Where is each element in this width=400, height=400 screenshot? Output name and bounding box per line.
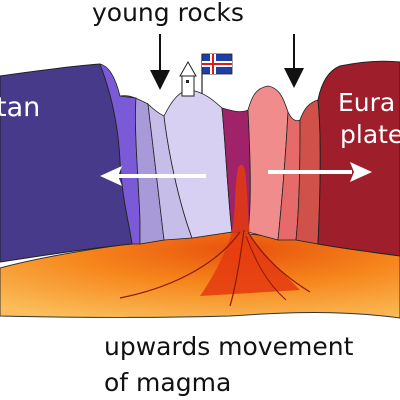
east-plate-label-line1: Eura bbox=[338, 88, 396, 117]
east-plate-label-line2: plate bbox=[340, 120, 400, 149]
magma-flow-line-1 bbox=[119, 231, 241, 299]
arrow-left-icon bbox=[100, 166, 206, 186]
iceland-flag-icon bbox=[201, 53, 233, 94]
magma-label-line1: upwards movement bbox=[104, 332, 354, 361]
west-plate-label: tan bbox=[0, 92, 41, 123]
magma-flow-line-3 bbox=[247, 231, 311, 293]
magma-flow-line-2 bbox=[229, 229, 245, 307]
arrow-right-icon bbox=[268, 162, 372, 182]
lighthouse-icon bbox=[179, 60, 197, 97]
magma-label-line2: of magma bbox=[104, 368, 232, 397]
young-rocks-label: young rocks bbox=[92, 0, 244, 27]
magma-channel bbox=[200, 164, 300, 296]
magma-flow-line-4 bbox=[245, 235, 287, 301]
east-plate bbox=[317, 60, 400, 257]
